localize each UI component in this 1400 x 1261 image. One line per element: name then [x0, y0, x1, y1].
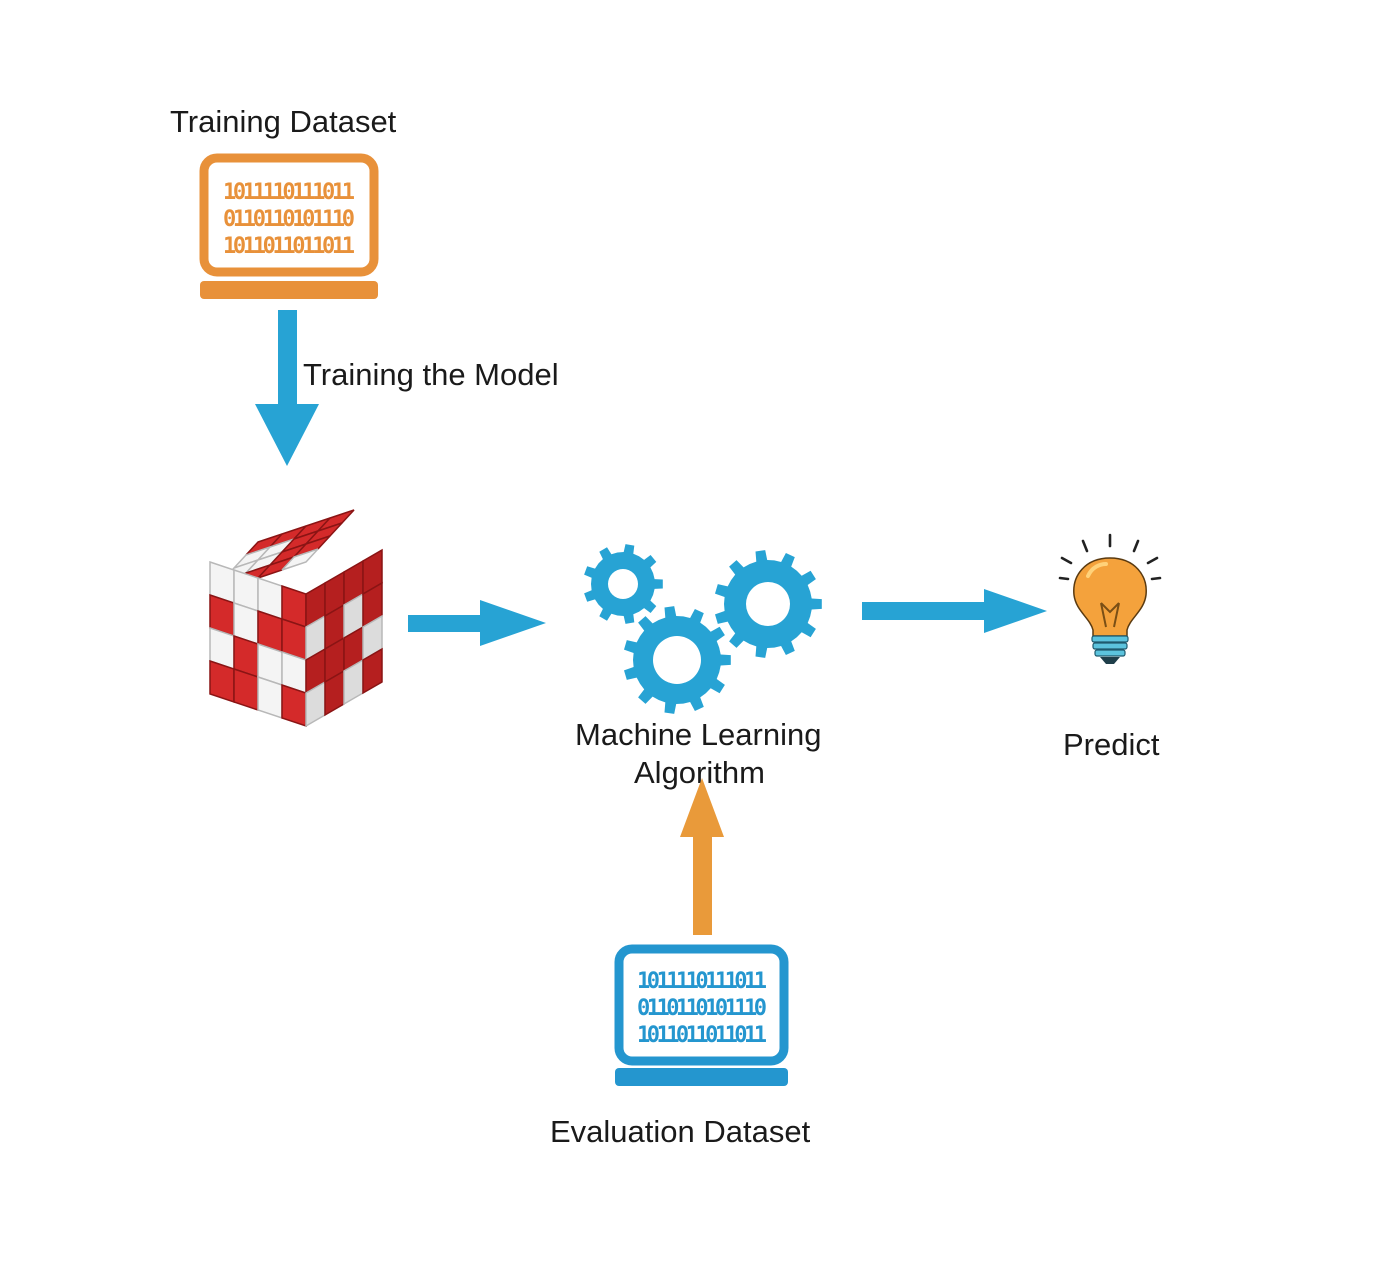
training-laptop-icon: 1011110111011 0110110101110 101101101101… [199, 153, 379, 299]
training-dataset-title: Training Dataset [170, 104, 397, 139]
evaluation-binary-line-2: 0110110101110 [637, 996, 767, 1021]
predict-label: Predict [1063, 727, 1160, 762]
evaluation-up-arrow [680, 778, 724, 935]
training-binary-line-2: 0110110101110 [223, 207, 355, 232]
ml-algorithm-label-line2: Algorithm [634, 755, 765, 790]
training-binary-line-3: 1011011011011 [223, 234, 355, 259]
training-down-arrow [255, 310, 319, 466]
lightbulb-icon [1058, 533, 1162, 664]
gear-small-icon [584, 544, 663, 624]
evaluation-binary-line-1: 1011110111011 [637, 969, 767, 994]
ml-algorithm-label-line1: Machine Learning [575, 717, 822, 752]
model-cube-icon [209, 509, 383, 728]
evaluation-laptop-icon: 1011110111011 0110110101110 101101101101… [614, 944, 789, 1086]
gear-large-bottom-icon [624, 606, 731, 714]
training-arrow-label: Training the Model [303, 357, 559, 392]
evaluation-dataset-title: Evaluation Dataset [550, 1114, 811, 1149]
algorithm-to-predict-arrow [862, 589, 1047, 633]
gears-icon [584, 544, 822, 714]
evaluation-binary-line-3: 1011011011011 [637, 1023, 767, 1048]
gear-large-right-icon [715, 550, 822, 658]
training-binary-line-1: 1011110111011 [223, 180, 355, 205]
model-to-algorithm-arrow [408, 600, 546, 646]
